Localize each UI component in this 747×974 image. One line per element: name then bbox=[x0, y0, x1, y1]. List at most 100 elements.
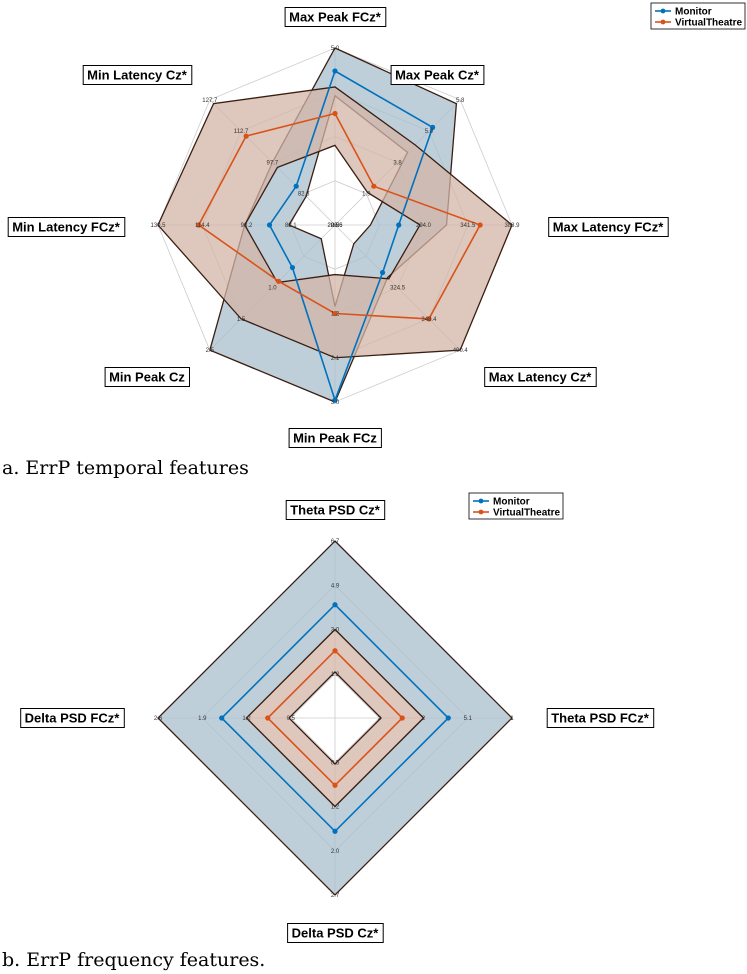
axis-label-min-latency-cz: Min Latency Cz* bbox=[82, 65, 193, 85]
tick-label: 130.5 bbox=[150, 223, 166, 229]
data-point bbox=[332, 602, 338, 608]
axis-label-max-peak-cz: Max Peak Cz* bbox=[390, 65, 485, 85]
tick-label: 5.0 bbox=[425, 129, 434, 135]
tick-label: 2.6 bbox=[154, 716, 163, 722]
legend-swatch-marker bbox=[478, 509, 484, 515]
data-point bbox=[276, 278, 282, 284]
tick-label: 82.1 bbox=[285, 223, 297, 229]
legend-item-virtualtheatre: VirtualTheatre bbox=[655, 18, 742, 29]
tick-label: 1.9 bbox=[362, 192, 371, 198]
axis-label-box bbox=[285, 500, 386, 520]
tick-label: 1.5 bbox=[237, 317, 246, 323]
data-point bbox=[332, 828, 338, 834]
tick-label: 222.6 bbox=[327, 223, 343, 229]
tick-label: 0.5 bbox=[287, 716, 296, 722]
tick-label: 5.8 bbox=[456, 98, 465, 104]
axis-label-max-peak-fcz: Max Peak FCz* bbox=[284, 7, 387, 27]
data-point bbox=[379, 269, 386, 276]
axis-label-text: Min Peak FCz bbox=[293, 431, 377, 446]
tick-label: 2.7 bbox=[331, 893, 340, 899]
tick-label: 3.0 bbox=[331, 400, 340, 406]
legend-item-monitor: Monitor bbox=[473, 497, 530, 508]
tick-label: 2.0 bbox=[331, 849, 340, 855]
axis-label-box bbox=[484, 367, 597, 387]
tick-label: 2.1 bbox=[331, 356, 340, 362]
tick-label: 400.4 bbox=[453, 348, 469, 354]
data-point bbox=[399, 715, 405, 721]
axis-label-delta-psd-fcz: Delta PSD FCz* bbox=[20, 708, 125, 728]
legend-swatch-marker bbox=[660, 8, 666, 14]
axis-label-text: Min Latency FCz* bbox=[12, 220, 121, 235]
series-monitor bbox=[219, 602, 451, 834]
legend-item-virtualtheatre: VirtualTheatre bbox=[473, 508, 560, 519]
tick-label: 112.7 bbox=[234, 129, 249, 135]
data-point bbox=[289, 264, 296, 271]
axis-label-text: Delta PSD Cz* bbox=[292, 926, 380, 941]
data-point bbox=[332, 68, 338, 74]
data-point bbox=[477, 222, 483, 228]
data-point bbox=[266, 222, 273, 228]
legend-box bbox=[650, 2, 746, 30]
data-point bbox=[445, 715, 451, 721]
tick-label: 98.2 bbox=[241, 223, 253, 229]
axis-labels: Max Peak FCz* Max Peak Cz* Max Latency FCz… bbox=[7, 7, 669, 448]
caption-frequency: b. ErrP frequency features. bbox=[2, 949, 265, 971]
axis-label-box bbox=[104, 367, 190, 387]
axis-label-min-peak-cz: Min Peak Cz bbox=[104, 367, 190, 387]
tick-labels: 5.05.85.03.81.9388.9341.5294.0222.6400.4… bbox=[150, 46, 520, 406]
data-point bbox=[332, 310, 338, 317]
data-point bbox=[332, 648, 338, 654]
tick-label: 1 bbox=[510, 716, 514, 722]
data-point bbox=[430, 124, 436, 130]
data-point bbox=[243, 133, 249, 139]
axis-label-theta-psd-fcz: Theta PSD FCz* bbox=[546, 708, 655, 728]
legend-label: VirtualTheatre bbox=[675, 18, 742, 29]
tick-label: 324.5 bbox=[390, 286, 406, 292]
tick-label: 1.2 bbox=[331, 672, 340, 678]
tick-label: 5.0 bbox=[331, 46, 340, 52]
tick-label: 1.2 bbox=[331, 805, 340, 811]
tick-label: 6.7 bbox=[331, 539, 340, 545]
tick-label: 127.7 bbox=[202, 98, 218, 104]
tick-label: 0.5 bbox=[331, 760, 340, 766]
legend-label: Monitor bbox=[675, 7, 712, 18]
tick-label: 1.9 bbox=[198, 716, 207, 722]
axis-label-delta-psd-cz: Delta PSD Cz* bbox=[287, 923, 384, 943]
axis-label-box bbox=[287, 923, 384, 943]
tick-label: 97.7 bbox=[267, 160, 279, 166]
axis-label-text: Max Peak Cz* bbox=[395, 68, 480, 83]
axis-label-max-latency-fcz: Max Latency FCz* bbox=[548, 217, 669, 237]
series-virtualtheatre bbox=[265, 648, 405, 788]
tick-label: 2 bbox=[422, 716, 426, 722]
tick-label: 1.2 bbox=[242, 716, 251, 722]
axis-label-box bbox=[288, 428, 382, 448]
axis-label-box bbox=[82, 65, 193, 85]
data-point bbox=[332, 110, 338, 117]
axis-label-text: Theta PSD FCz* bbox=[551, 711, 649, 726]
tick-label: 82.8 bbox=[298, 192, 310, 198]
temporal-radar-chart: 5.05.85.03.81.9388.9341.5294.0222.6400.4… bbox=[7, 2, 746, 448]
axis-label-text: Max Peak FCz* bbox=[289, 10, 382, 25]
legend-label: Monitor bbox=[493, 497, 530, 508]
data-point bbox=[293, 183, 299, 189]
tick-label: 341.5 bbox=[460, 223, 476, 229]
tick-label: 4.9 bbox=[331, 583, 340, 589]
legend-label: VirtualTheatre bbox=[493, 508, 560, 519]
tick-label: 5.1 bbox=[464, 716, 473, 722]
data-point bbox=[196, 222, 202, 228]
axis-label-theta-psd-cz: Theta PSD Cz* bbox=[285, 500, 386, 520]
data-point bbox=[426, 316, 432, 322]
axis-label-text: Min Peak Cz bbox=[109, 370, 185, 385]
tick-label: 348.4 bbox=[421, 317, 437, 323]
axis-label-text: Delta PSD FCz* bbox=[25, 711, 121, 726]
tick-label: 2.5 bbox=[206, 348, 215, 354]
data-point bbox=[332, 397, 338, 403]
axis-label-min-latency-fcz: Min Latency FCz* bbox=[7, 217, 126, 237]
data-point bbox=[219, 715, 225, 721]
axis-label-max-latency-cz: Max Latency Cz* bbox=[484, 367, 597, 387]
tick-label: 0.5 bbox=[331, 223, 340, 229]
